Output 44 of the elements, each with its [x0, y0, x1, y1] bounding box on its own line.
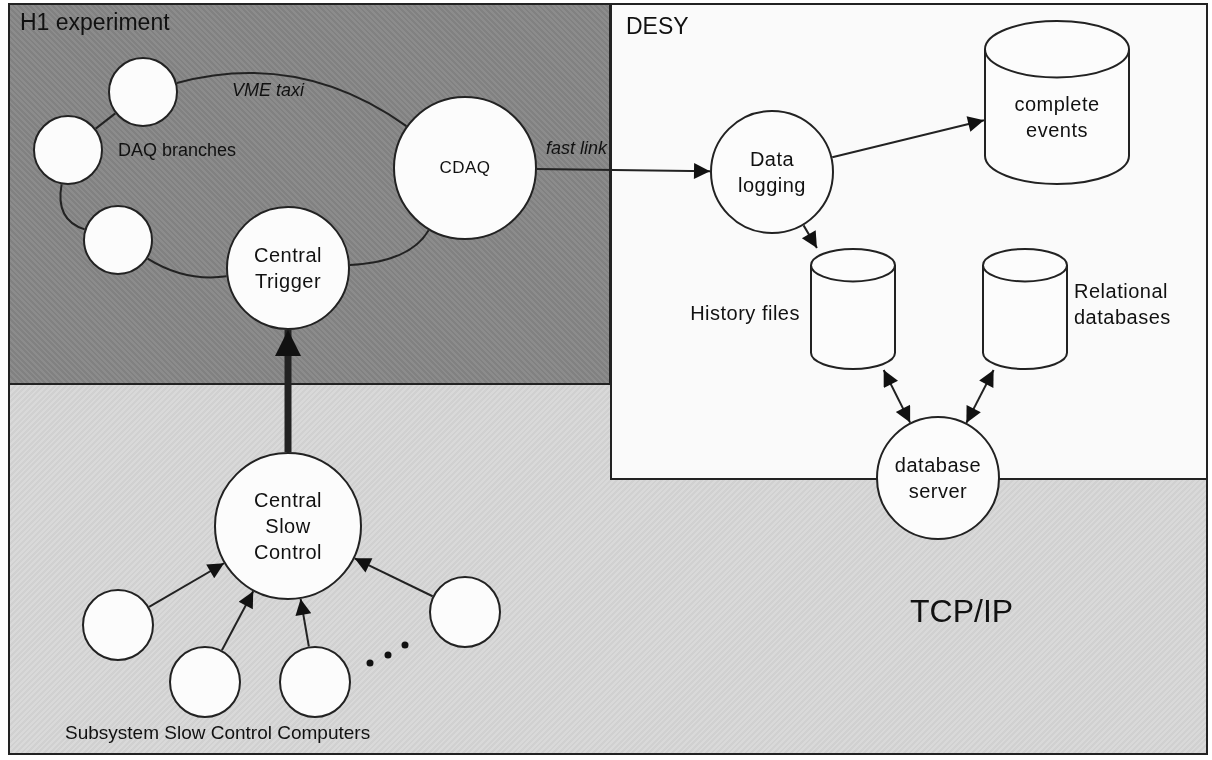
arrow [965, 369, 995, 424]
circle-node [214, 452, 362, 600]
circle-node [169, 646, 241, 718]
connector-line [59, 183, 86, 231]
edge-label: fast link [546, 138, 608, 159]
region-panel [8, 3, 1208, 755]
arrow [801, 224, 818, 249]
arrow [353, 557, 434, 598]
arrow [831, 116, 985, 159]
arrow [295, 597, 312, 648]
connector-line [94, 112, 117, 130]
region-panel [8, 3, 611, 385]
connector-line [175, 72, 408, 128]
circle-node [33, 115, 103, 185]
node-label: complete events [1013, 92, 1101, 144]
circle-node [82, 589, 154, 661]
circle-node [429, 576, 501, 648]
arrow [536, 163, 711, 179]
arrow [220, 590, 255, 652]
text-label: Subsystem Slow Control Computers [65, 722, 371, 744]
circle-node [108, 57, 178, 127]
connector-line [146, 257, 228, 279]
node-label: Central Slow Control [253, 488, 323, 565]
node-label: CDAQ [439, 156, 491, 179]
region-title: DESY [626, 13, 689, 40]
edge-label: VME taxi [232, 80, 305, 101]
region-title: H1 experiment [20, 9, 170, 36]
node-label: database server [893, 453, 983, 504]
region-title: TCP/IP [910, 593, 1014, 630]
node-label: Central Trigger [253, 243, 323, 294]
text-label: DAQ branches [118, 140, 237, 161]
arrow [148, 562, 226, 608]
region-panel [610, 3, 1208, 480]
circle-node [226, 206, 350, 330]
circle-node [876, 416, 1000, 540]
node-caption: History files [689, 301, 800, 326]
arrow [882, 369, 912, 424]
circle-node [83, 205, 153, 275]
node-caption: Relational databases [1074, 279, 1172, 330]
circle-node [279, 646, 351, 718]
arrow [275, 330, 301, 452]
circle-node [393, 96, 537, 240]
node-label: Data logging [737, 147, 807, 198]
connector-line [348, 229, 430, 266]
